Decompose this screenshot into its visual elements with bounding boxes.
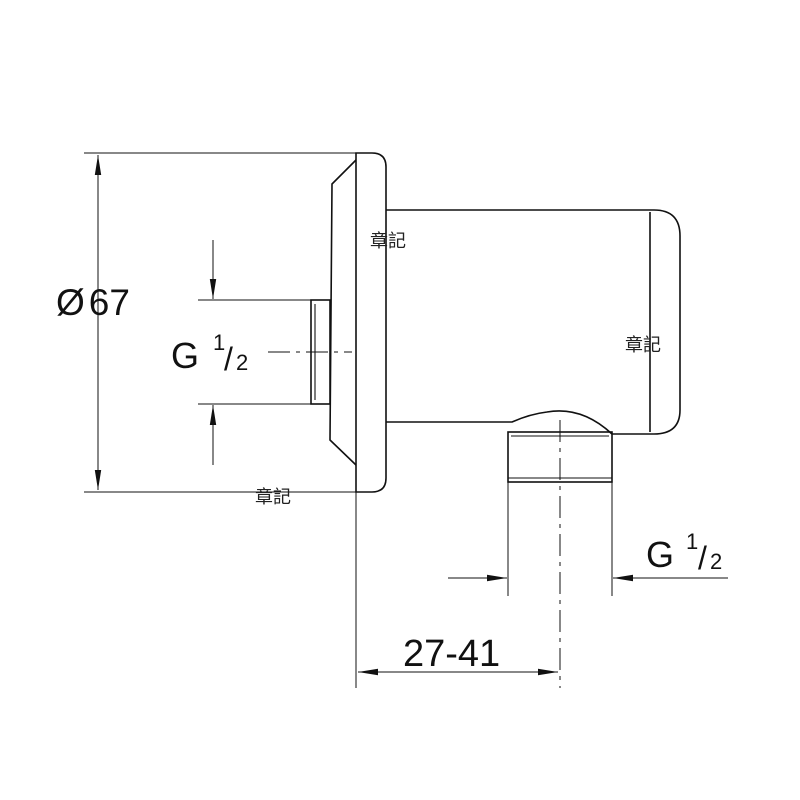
outlet-thread-letter: G: [646, 534, 674, 575]
rosette-cone: [329, 159, 357, 466]
inlet-thread-denominator: 2: [236, 350, 248, 375]
dimension-lines: [84, 152, 728, 688]
wall-flange: [355, 152, 387, 493]
outlet-thread-label: G 1 / 2: [646, 529, 722, 576]
center-lines: [268, 351, 561, 688]
outlet-thread-slash: /: [698, 540, 707, 576]
watermark-text: 章記: [625, 335, 661, 356]
inlet-thread-slash: /: [224, 341, 233, 377]
outlet-body: [386, 209, 681, 435]
watermark-text: 章記: [370, 231, 406, 252]
part-outline: [310, 152, 681, 493]
watermark-text: 章記: [255, 487, 291, 508]
inlet-thread-label: G 1 / 2: [171, 330, 248, 377]
outlet-thread-denominator: 2: [710, 549, 722, 574]
outlet-thread-numerator: 1: [686, 529, 698, 554]
inlet-thread-letter: G: [171, 335, 199, 376]
inlet-thread-numerator: 1: [213, 330, 225, 355]
projection-value: 27-41: [403, 633, 500, 675]
